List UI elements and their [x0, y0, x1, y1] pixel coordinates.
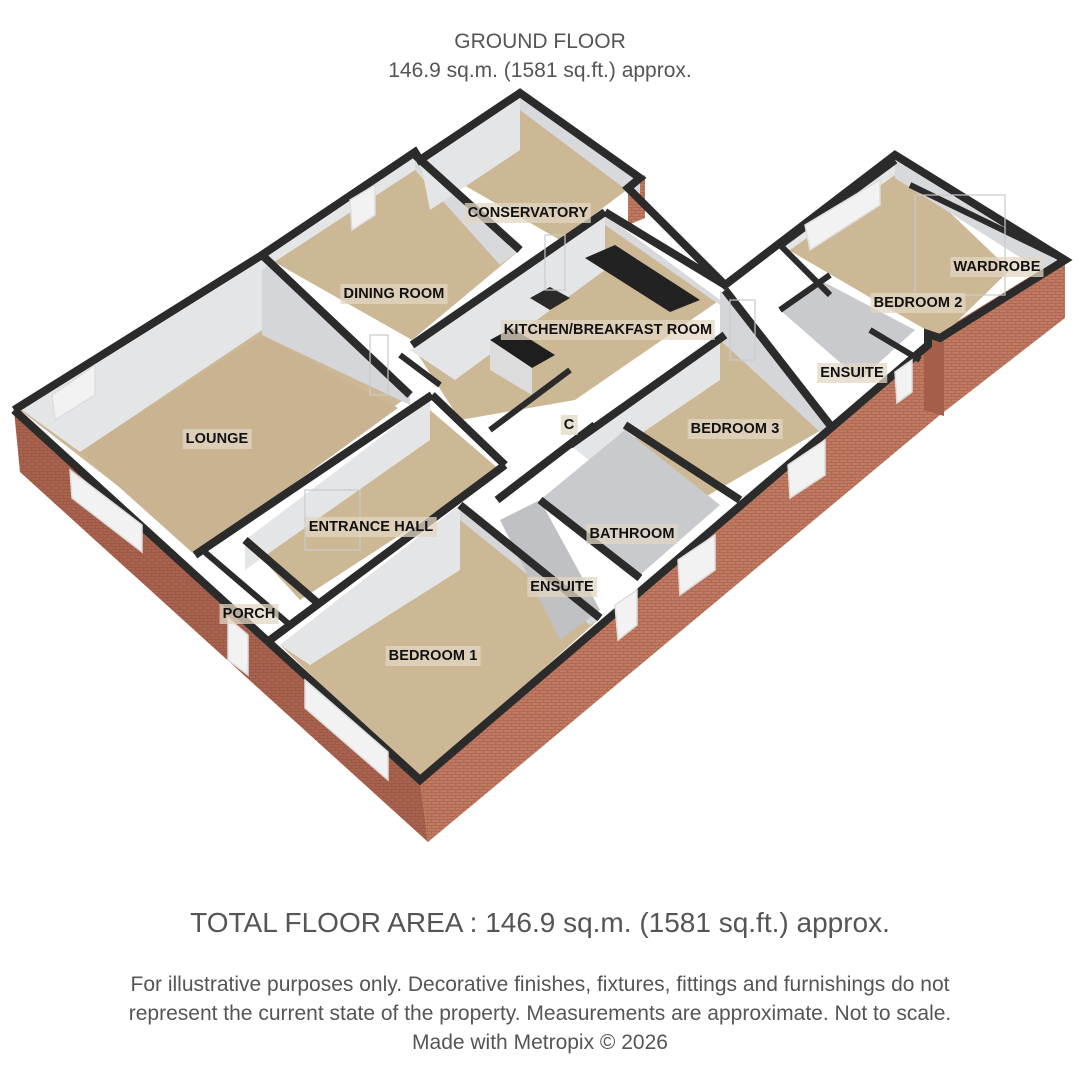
- room-label-dining-room: DINING ROOM: [340, 284, 448, 304]
- room-label-cupboard: C: [560, 415, 578, 435]
- disclaimer-line-1: For illustrative purposes only. Decorati…: [130, 973, 950, 996]
- room-label-bedroom-2: BEDROOM 2: [870, 293, 966, 313]
- kitchen-units: [490, 245, 700, 395]
- floor-area: 146.9 sq.m. (1581 sq.ft.) approx.: [388, 59, 692, 82]
- total-floor-area: TOTAL FLOOR AREA : 146.9 sq.m. (1581 sq.…: [190, 907, 890, 938]
- room-label-wardrobe: WARDROBE: [950, 257, 1044, 277]
- room-label-porch: PORCH: [219, 604, 279, 624]
- credit-line: Made with Metropix © 2026: [412, 1031, 668, 1054]
- room-label-ensuite-2: ENSUITE: [817, 363, 887, 383]
- room-label-kitchen: KITCHEN/BREAKFAST ROOM: [500, 320, 716, 340]
- room-label-entrance-hall: ENTRANCE HALL: [305, 517, 437, 537]
- room-label-bathroom: BATHROOM: [586, 524, 678, 544]
- floor-title: GROUND FLOOR: [454, 30, 626, 53]
- room-label-conservatory: CONSERVATORY: [464, 203, 592, 223]
- disclaimer-line-2: represent the current state of the prope…: [128, 1002, 952, 1025]
- room-label-bedroom-1: BEDROOM 1: [385, 646, 481, 666]
- doors: [304, 194, 1006, 551]
- windows: [51, 178, 913, 782]
- room-label-bedroom-3: BEDROOM 3: [687, 419, 783, 439]
- wall-tops: [11, 88, 1073, 786]
- room-label-lounge: LOUNGE: [182, 429, 252, 449]
- room-label-ensuite-1: ENSUITE: [527, 577, 597, 597]
